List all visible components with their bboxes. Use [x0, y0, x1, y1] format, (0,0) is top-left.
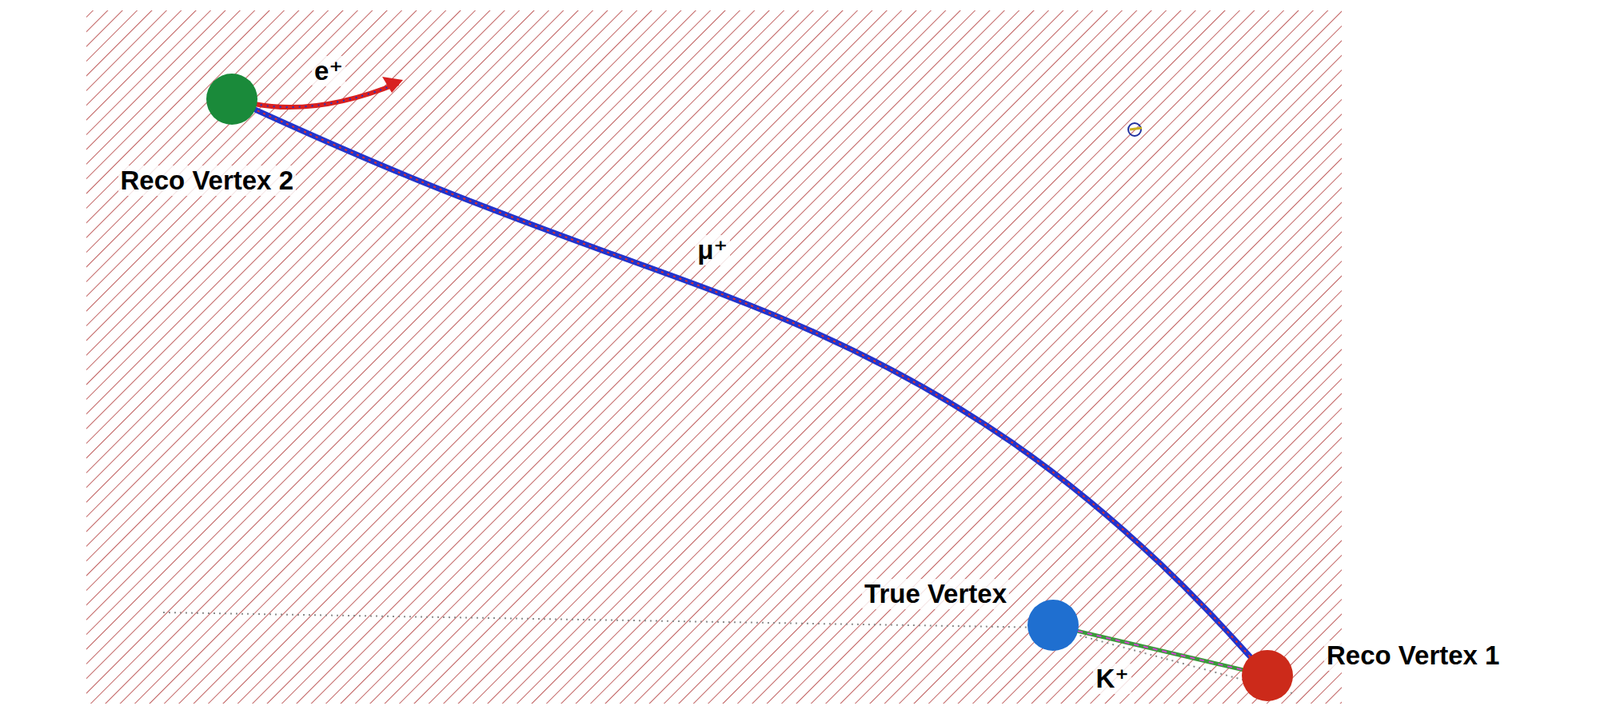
muon-track [255, 109, 1250, 657]
particle-label: K⁺ [1093, 663, 1131, 695]
vertex-label: True Vertex [861, 578, 1010, 610]
detector-region [86, 10, 1342, 704]
track-hits [255, 109, 1250, 657]
small-symbol [1128, 123, 1142, 136]
vertex-label: Reco Vertex 1 [1324, 640, 1502, 671]
track-line [255, 109, 1250, 657]
particle-label: e⁺ [311, 55, 346, 87]
reco-vertex-dot: Reco Vertex 2 [206, 73, 258, 125]
beam-line [163, 612, 1296, 695]
reco-vertex-dot: Reco Vertex 1 [1241, 650, 1293, 702]
particle-label: μ⁺ [694, 235, 731, 266]
vertex-label: Reco Vertex 2 [118, 165, 296, 196]
true-vertex-dot: True Vertex [1027, 599, 1079, 651]
